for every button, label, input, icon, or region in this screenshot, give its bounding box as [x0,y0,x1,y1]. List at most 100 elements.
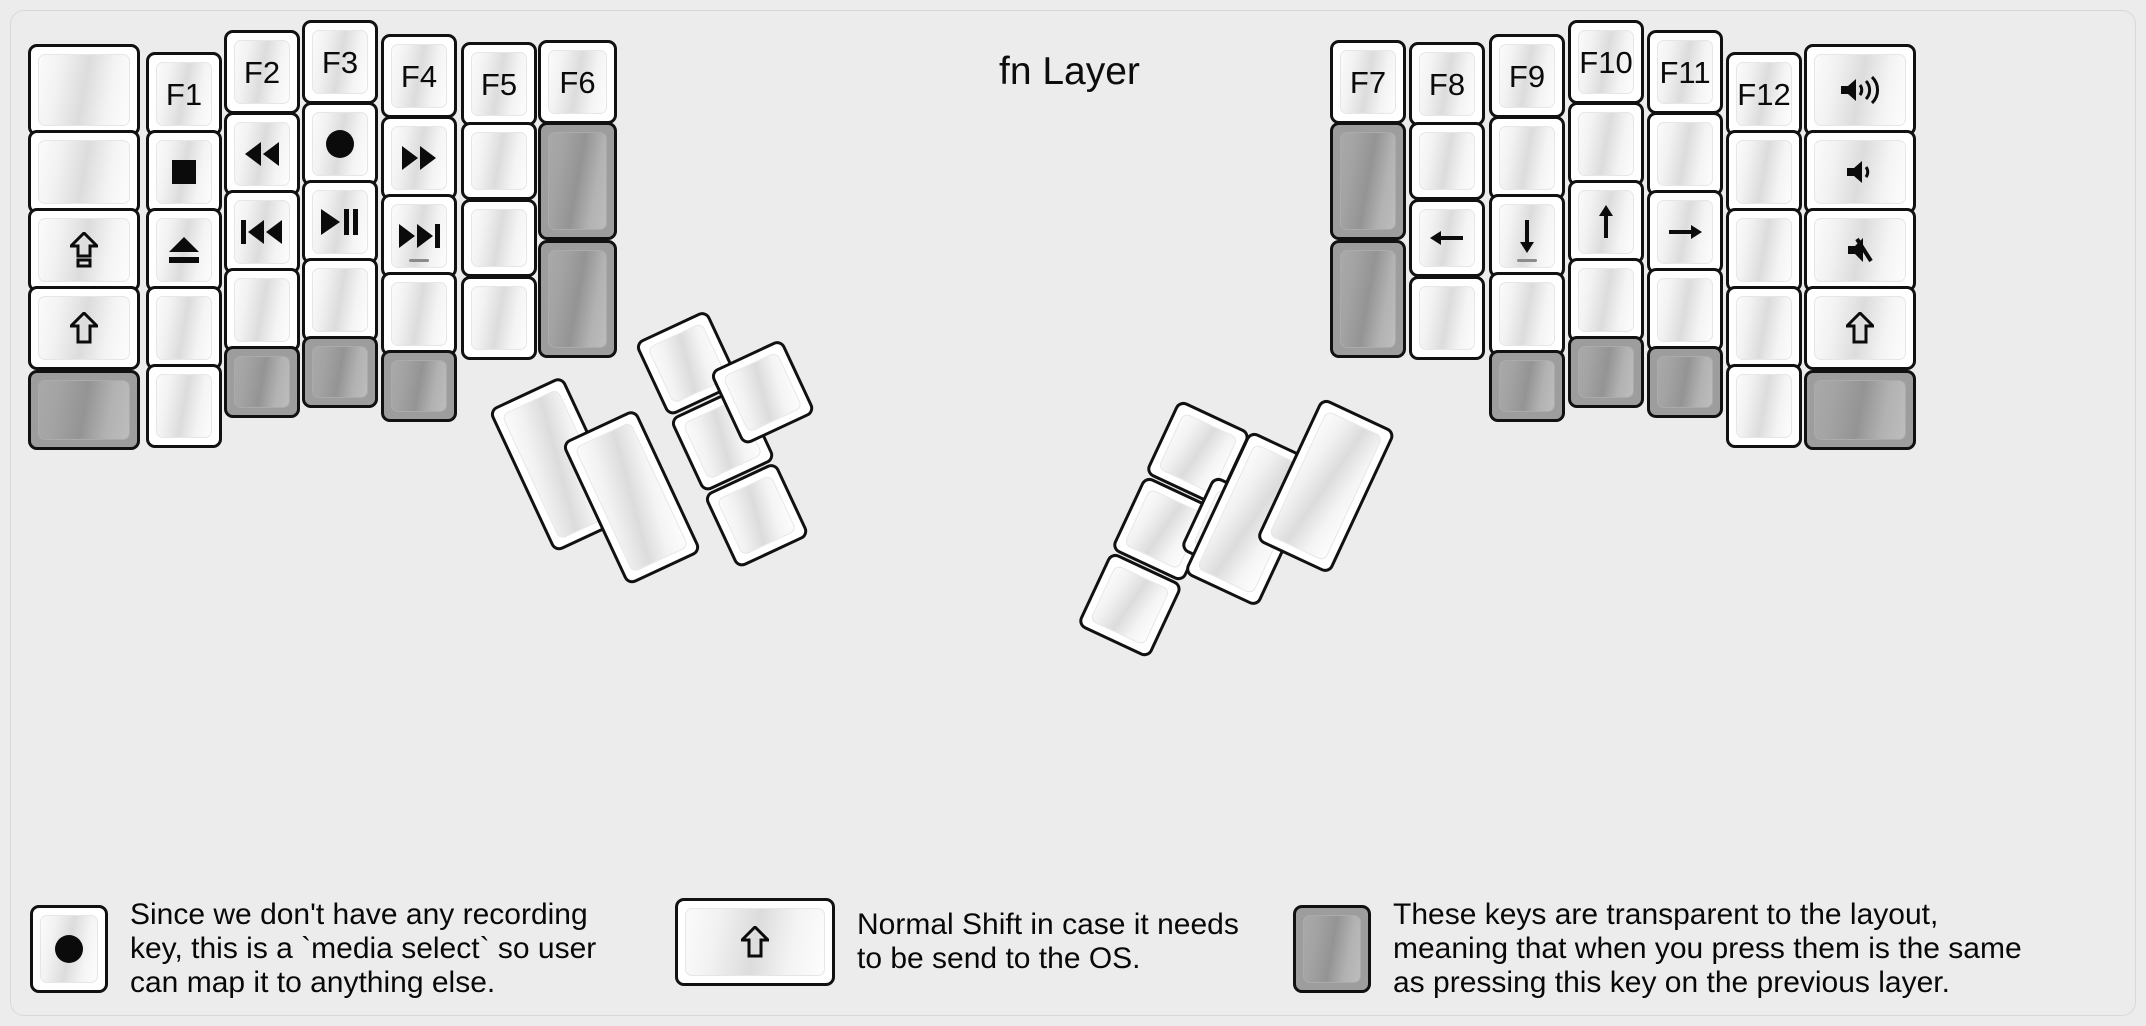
key-arrow-right[interactable] [1647,190,1723,274]
key-f5[interactable]: F5 [461,42,537,126]
legend-shift-text: Normal Shift in case it needs to be send… [857,907,1239,975]
key-label: F5 [480,66,518,102]
key-transparent-f6col-r3[interactable] [538,240,617,358]
key-blank-f10col-r4[interactable] [1568,258,1644,342]
key-shift-left[interactable] [28,286,140,370]
key-media-record[interactable] [302,102,378,186]
key-blank-f9col-r4[interactable] [1489,272,1565,356]
key-cap [1578,346,1634,398]
key-cap [38,54,130,126]
legend-transparent-text: These keys are transparent to the layout… [1393,898,2022,1000]
key-transparent-outer-bottom[interactable] [28,370,140,450]
key-media-stop[interactable] [146,130,222,214]
key-f10[interactable]: F10 [1568,20,1644,104]
key-cap [38,380,130,440]
key-label: F2 [243,54,281,90]
key-f12[interactable]: F12 [1726,52,1802,136]
key-blank-f9col-r2[interactable] [1489,116,1565,200]
key-cap: F12 [1736,62,1792,126]
key-cap [685,908,825,976]
key-blank-f4col-r4[interactable] [381,272,457,356]
key-blank-f12col-r3[interactable] [1726,208,1802,292]
key-blank-f8col-r2[interactable] [1409,122,1485,200]
key-f11[interactable]: F11 [1647,30,1723,114]
key-caps-lock[interactable] [28,208,140,292]
key-blank-outer-r1[interactable] [28,44,140,136]
key-cap [391,126,447,190]
key-transparent-outer-right-bottom[interactable] [1804,370,1916,450]
key-f6[interactable]: F6 [538,40,617,124]
key-blank-f8col-r4[interactable] [1409,276,1485,360]
key-blank-f3col-r4[interactable] [302,258,378,342]
key-media-next[interactable] [381,194,457,278]
key-transparent-f7col-r2[interactable] [1330,122,1406,240]
shift-icon [741,926,769,958]
key-f9[interactable]: F9 [1489,34,1565,118]
key-arrow-down[interactable] [1489,194,1565,278]
key-f4[interactable]: F4 [381,34,457,118]
key-f8[interactable]: F8 [1409,42,1485,126]
key-media-prev[interactable] [224,190,300,274]
key-transparent-f4col[interactable] [381,350,457,422]
key-blank-f12col-r4[interactable] [1726,286,1802,370]
key-cap [1814,218,1906,282]
key-cap: F5 [471,52,527,116]
key-volume-down[interactable] [1804,130,1916,214]
key-transparent-f10col[interactable] [1568,336,1644,408]
volume-down-icon [1845,158,1875,186]
key-blank-f11col-r4[interactable] [1647,268,1723,352]
key-blank-f5col-r3[interactable] [461,199,537,277]
key-blank-outer-r2[interactable] [28,130,140,214]
legend-shift: Normal Shift in case it needs to be send… [675,898,1239,986]
key-volume-up[interactable] [1804,44,1916,136]
key-arrow-up[interactable] [1568,180,1644,264]
key-label: F10 [1579,44,1633,80]
key-blank-f1col-r5[interactable] [146,364,222,448]
key-cap [1578,268,1634,332]
media-rewind-icon [243,142,281,166]
legend-transparent-key-sample [1293,905,1371,994]
key-cap [1814,54,1906,126]
key-media-fastforward[interactable] [381,116,457,200]
key-cap [38,218,130,282]
key-media-play-pause[interactable] [302,180,378,264]
key-transparent-f11col[interactable] [1647,346,1723,418]
key-blank-f12col-r5[interactable] [1726,364,1802,448]
arrow-right-icon [1667,219,1703,245]
key-cap [716,474,797,557]
key-label: F3 [321,44,359,80]
key-blank-f11col-r2[interactable] [1647,112,1723,196]
key-cap [1499,282,1555,346]
key-transparent-f2col[interactable] [224,346,300,418]
key-f2[interactable]: F2 [224,30,300,114]
key-blank-f5col-r4[interactable] [461,276,537,360]
legend-record-text: Since we don't have any recording key, t… [130,898,597,1000]
shift-icon [70,312,98,344]
key-blank-f10col-r2[interactable] [1568,102,1644,186]
key-cap [1419,286,1475,350]
volume-mute-icon [1845,235,1875,265]
key-transparent-f7col-r3[interactable] [1330,240,1406,358]
key-volume-mute[interactable] [1804,208,1916,292]
shift-icon [1846,312,1874,344]
key-media-eject[interactable] [146,208,222,292]
key-transparent-f3col[interactable] [302,336,378,408]
key-shift-right[interactable] [1804,286,1916,370]
key-f7[interactable]: F7 [1330,40,1406,124]
key-cap [1499,360,1555,412]
key-blank-f12col-r2[interactable] [1726,130,1802,214]
key-blank-f2col-r4[interactable] [224,268,300,352]
key-cap [234,356,290,408]
key-f1[interactable]: F1 [146,52,222,136]
key-label: F7 [1349,64,1387,100]
key-transparent-f6col-r2[interactable] [538,122,617,240]
key-label: F1 [165,76,203,112]
key-blank-f5col-r2[interactable] [461,122,537,200]
key-f3[interactable]: F3 [302,20,378,104]
key-transparent-f9col[interactable] [1489,350,1565,422]
key-cap [234,122,290,186]
key-media-rewind[interactable] [224,112,300,196]
key-arrow-left[interactable] [1409,199,1485,277]
key-cap: F7 [1340,50,1396,114]
key-blank-f1col-r4[interactable] [146,286,222,370]
